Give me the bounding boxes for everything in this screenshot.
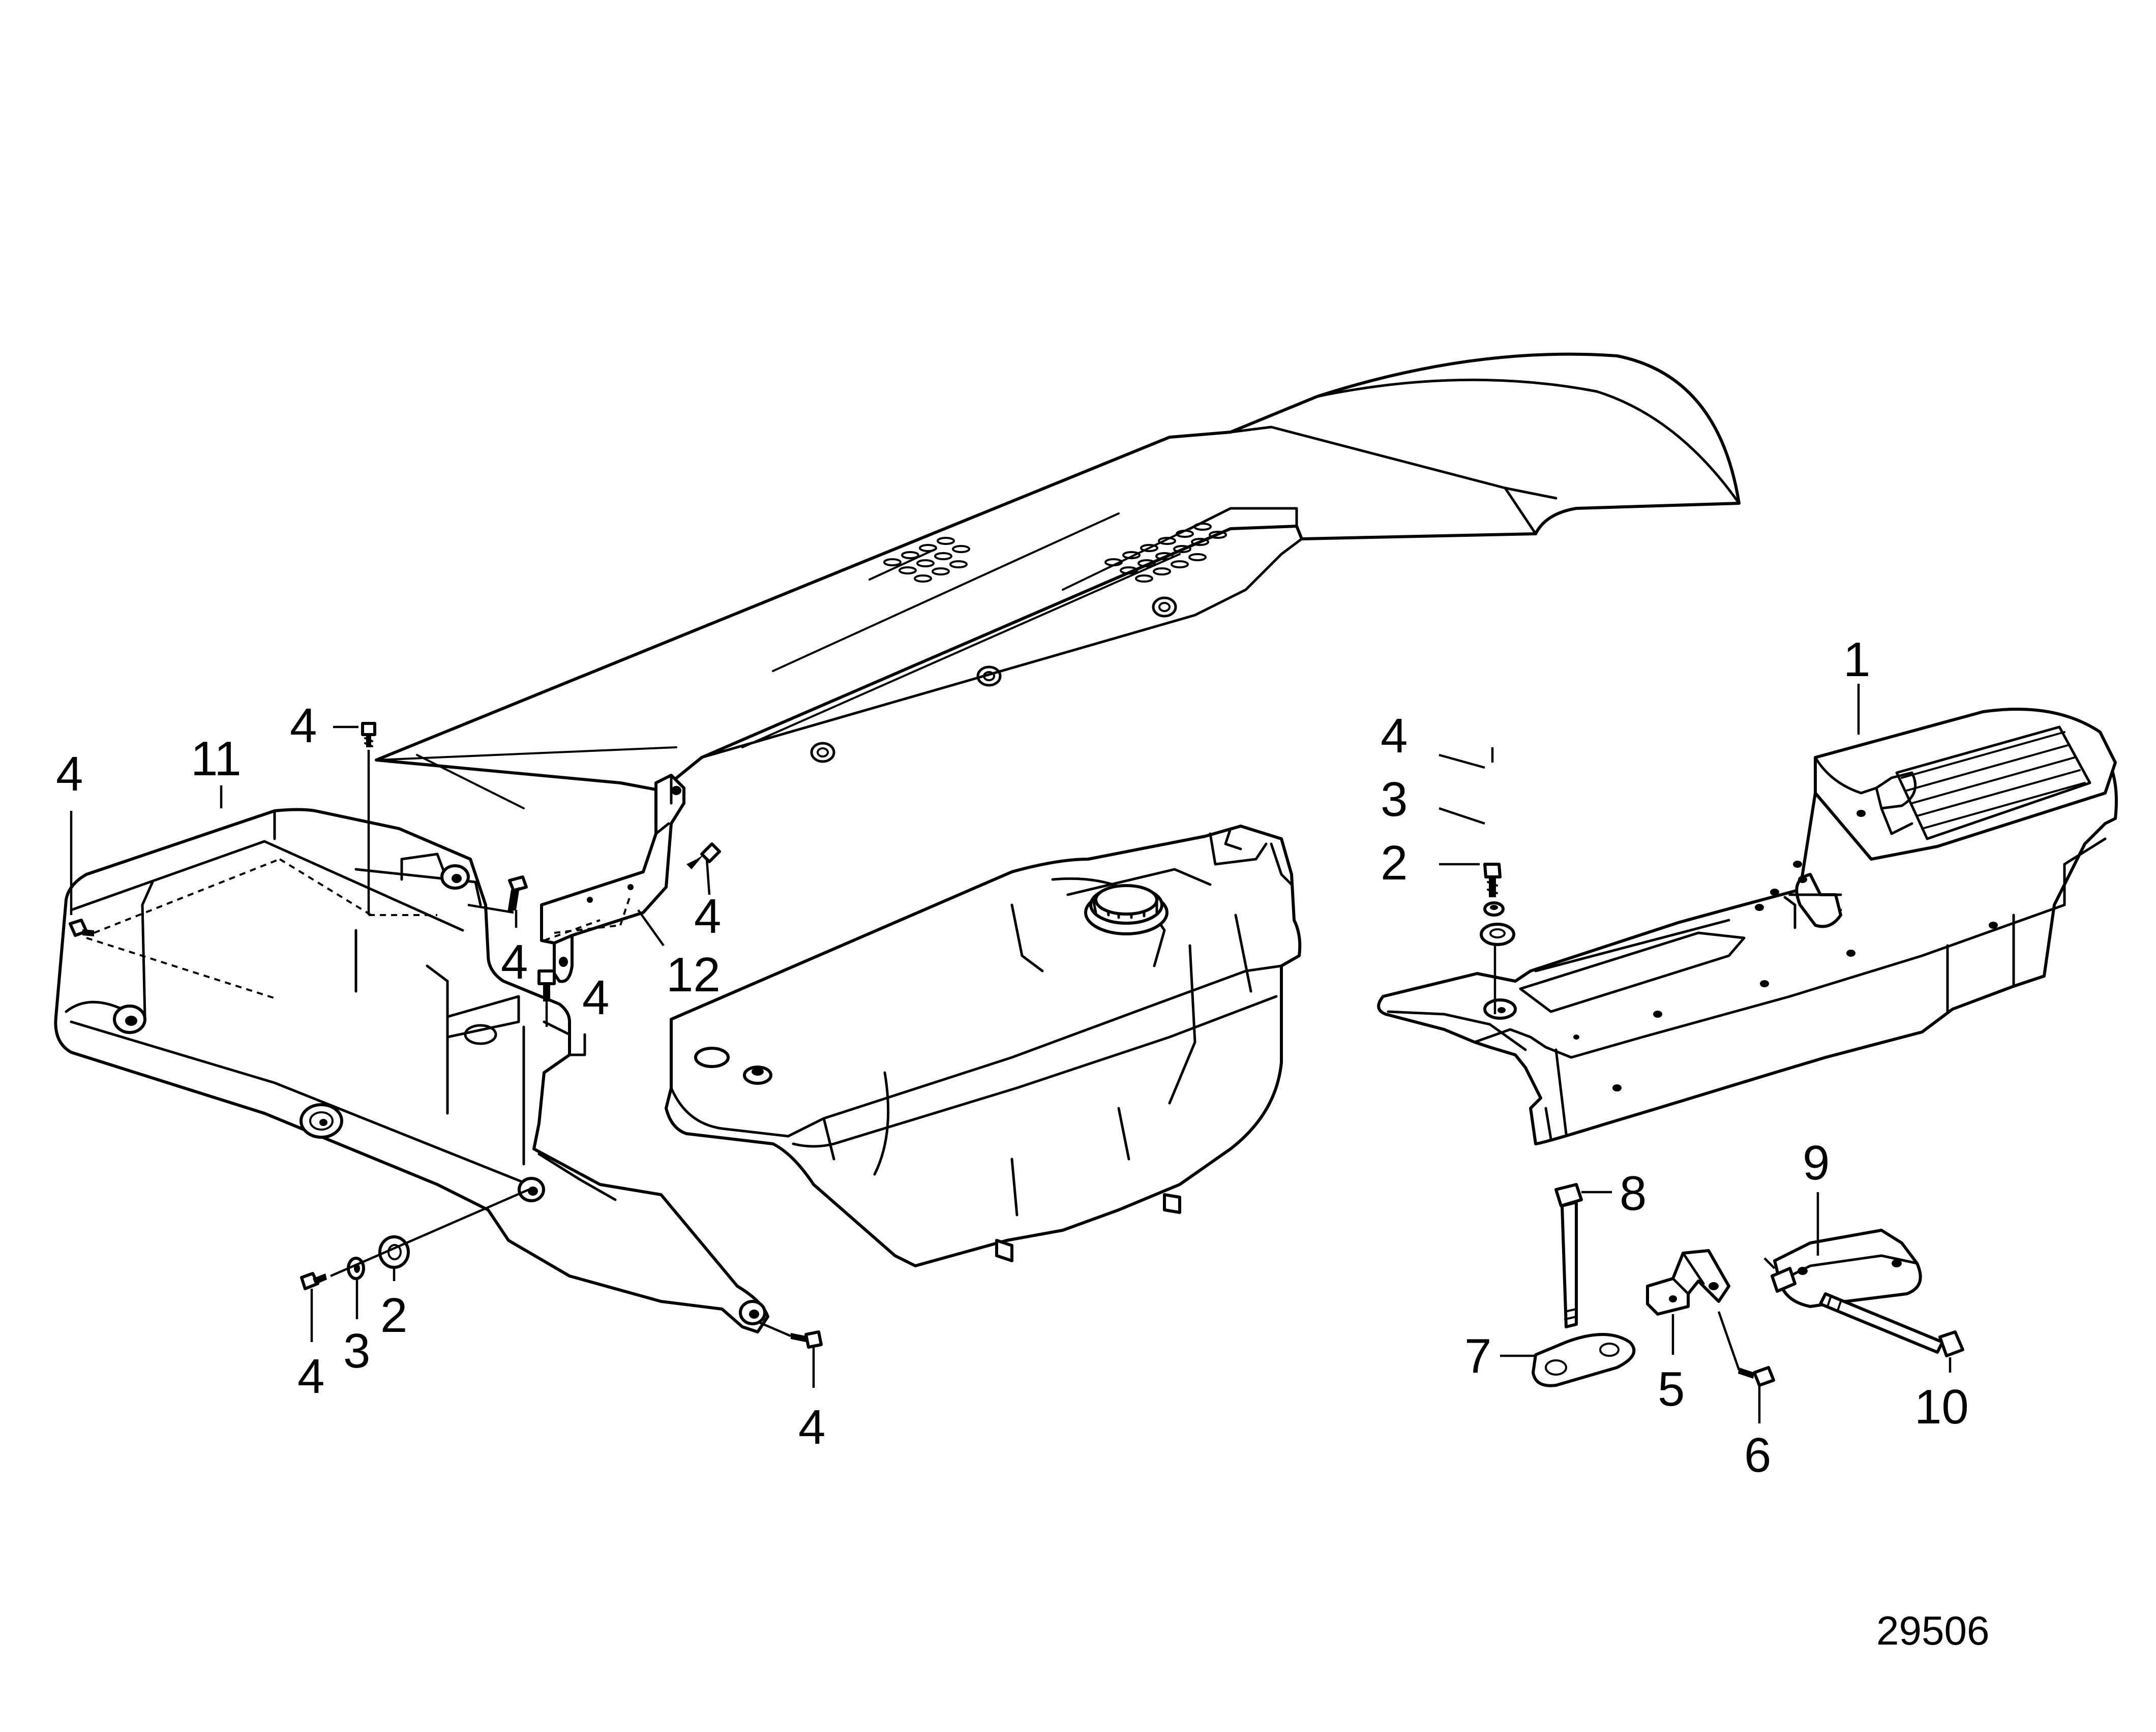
bolt-4-center (537, 969, 556, 1001)
bolt-4-far-left (69, 919, 94, 937)
callout-1: 1 (1843, 632, 1870, 687)
callout-4-center: 4 (582, 970, 609, 1025)
nut-3-right (1483, 901, 1505, 917)
cover-vent-slots-left (883, 537, 970, 583)
callout-4-lower-left: 4 (297, 1349, 324, 1404)
cover-mounting-holes (810, 596, 1177, 763)
callout-4-mid: 4 (501, 935, 528, 989)
leader-lines (70, 684, 1952, 1423)
left-side-cover (54, 808, 769, 1333)
bolt-4-lower-left (300, 1272, 327, 1290)
bolt-4-right-cover (1483, 863, 1502, 897)
callout-6: 6 (1744, 1428, 1771, 1482)
screw-6 (1738, 1366, 1775, 1387)
callout-8: 8 (1620, 1166, 1646, 1221)
cover-vent-slots-right (1104, 523, 1227, 583)
bolt-4-top-left (361, 722, 376, 747)
callout-2-right: 2 (1381, 836, 1408, 890)
callout-3-lower: 3 (343, 1324, 370, 1378)
bracket-12 (540, 774, 685, 983)
washer-2-right (1480, 923, 1515, 946)
plate-9 (1771, 1229, 1922, 1308)
callout-12: 12 (666, 948, 721, 1002)
callout-10: 10 (1914, 1380, 1969, 1434)
callout-4-top-left: 4 (290, 698, 317, 753)
callout-5: 5 (1658, 1362, 1685, 1416)
bracket-5 (1646, 1249, 1730, 1316)
clamp-7 (1532, 1333, 1636, 1387)
callout-7: 7 (1464, 1329, 1491, 1383)
figure-number: 29506 (1876, 1608, 1989, 1653)
callout-11: 11 (191, 732, 242, 786)
engine-top-cover (375, 352, 1741, 809)
callout-labels: 1 4 4 11 4 4 4 12 4 3 2 4 4 3 2 8 9 7 5 … (56, 632, 1989, 1653)
callout-4-far-left: 4 (56, 747, 83, 801)
bolt-4-lower-right (791, 1330, 823, 1349)
bolt-4-mid (507, 875, 528, 913)
fuel-tank (665, 825, 1302, 1267)
long-bolt-8 (1554, 1183, 1583, 1328)
callout-4-bracket: 4 (694, 889, 721, 944)
bolt-4-bracket (686, 842, 721, 869)
callout-4-lower-right: 4 (798, 1400, 825, 1454)
callout-2-lower: 2 (380, 1288, 407, 1343)
callout-9: 9 (1803, 1136, 1830, 1190)
bolt-10 (1819, 1292, 1964, 1357)
callout-3-right: 3 (1381, 772, 1408, 827)
callout-4-right: 4 (1381, 709, 1408, 763)
right-side-cover (1377, 708, 2118, 1145)
